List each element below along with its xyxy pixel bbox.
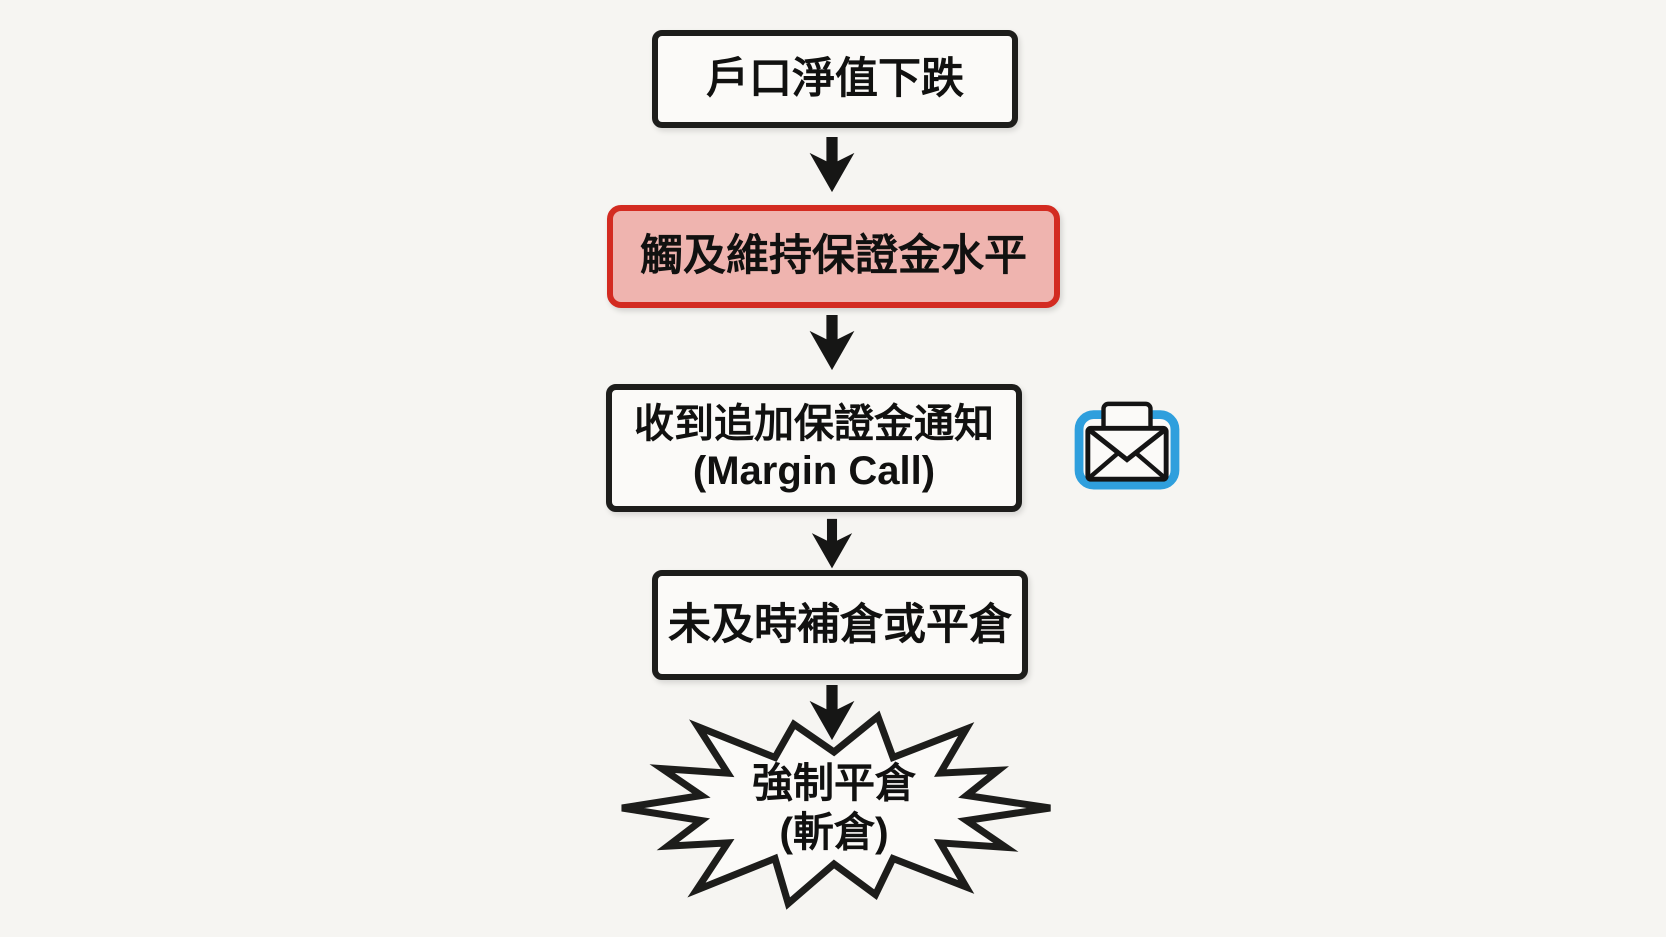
flow-step-forced-liquidation: 強制平倉 (斬倉): [614, 698, 1054, 918]
flow-step-label: 未及時補倉或平倉: [668, 600, 1012, 649]
flow-step-maintenance-margin-hit: 觸及維持保證金水平: [607, 205, 1060, 308]
envelope-icon: [1073, 398, 1181, 490]
flow-step-label: 觸及維持保證金水平: [640, 232, 1027, 281]
down-arrow-icon: [804, 314, 860, 372]
flow-step-label-line1: 強制平倉: [752, 759, 916, 806]
flow-step-label: 戶口淨值下跌: [706, 54, 964, 103]
flow-step-label-line2: (Margin Call): [692, 449, 936, 493]
starburst-shape: [621, 710, 1051, 910]
starburst-label: 強制平倉 (斬倉): [614, 698, 1054, 918]
down-arrow-icon: [804, 136, 860, 194]
flow-step-label-line2: (斬倉): [779, 809, 889, 855]
flow-step-label-line1: 收到追加保證金通知: [634, 401, 994, 446]
flow-step-margin-call-notice: 收到追加保證金通知 (Margin Call): [606, 384, 1022, 512]
down-arrow-icon: [804, 684, 860, 742]
flow-step-account-equity-falls: 戶口淨值下跌: [652, 30, 1018, 128]
flow-step-no-topup-or-close: 未及時補倉或平倉: [652, 570, 1028, 680]
down-arrow-icon: [804, 518, 860, 570]
